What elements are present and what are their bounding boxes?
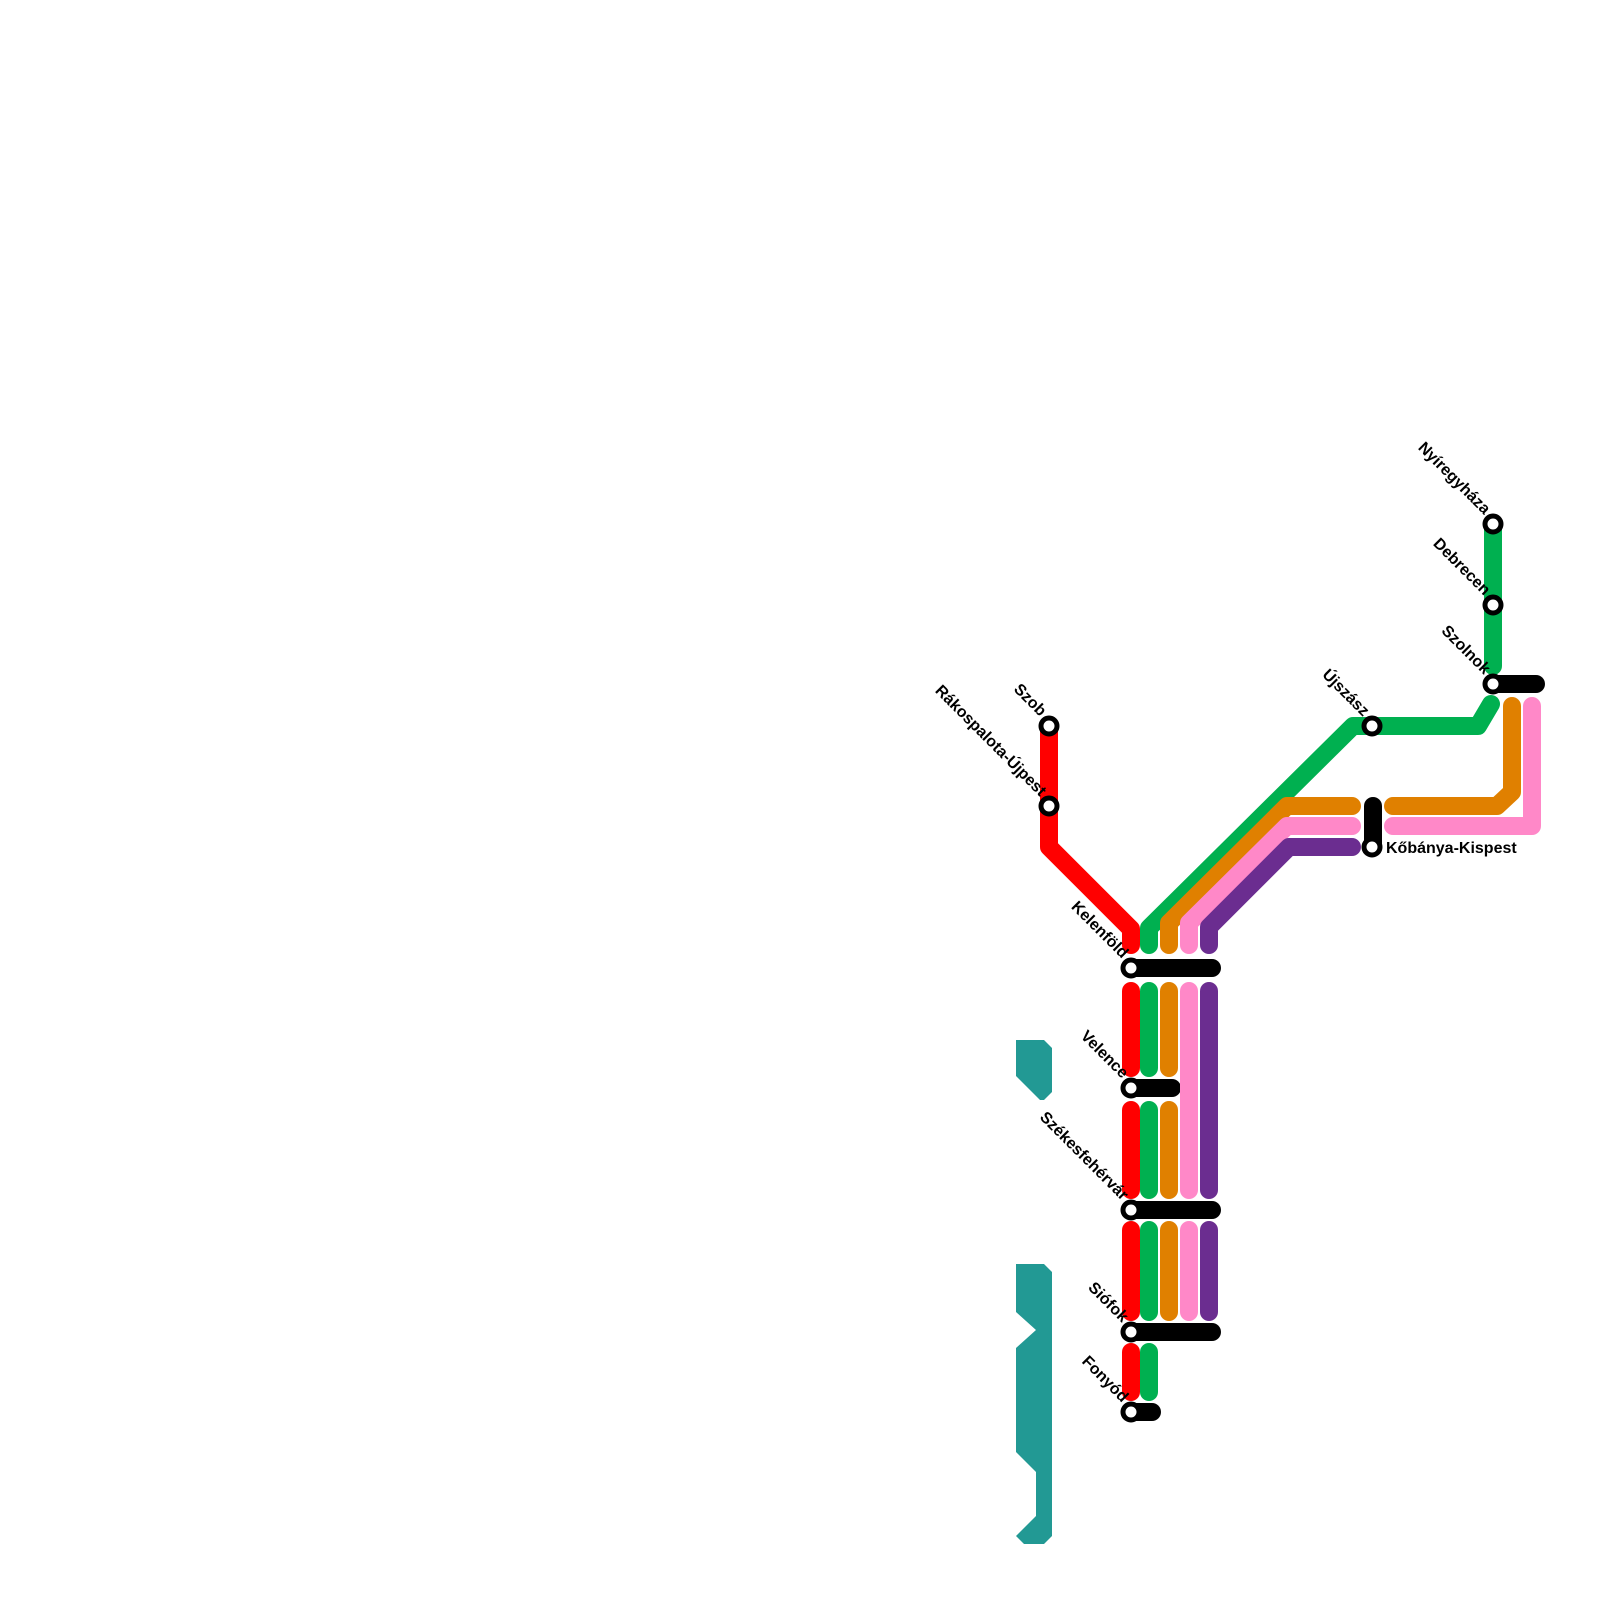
- orange-line-main-segment: [1160, 797, 1361, 954]
- pink-line-east-segment: [1384, 697, 1541, 835]
- station-label-szob: Szob: [1010, 681, 1049, 720]
- line-pink: [1180, 697, 1541, 1321]
- lake-balaton: [1016, 1264, 1052, 1544]
- station-marker-kobanya-kispest[interactable]: [1361, 836, 1383, 858]
- station-label-nyiregyhaza: Nyíregyháza: [1415, 439, 1494, 518]
- lake-velence: [1016, 1040, 1052, 1100]
- green-line-main-segment: [1140, 695, 1500, 954]
- station-marker-nyiregyhaza[interactable]: [1482, 513, 1504, 535]
- line-purple: [1200, 838, 1361, 1321]
- station-label-debrecen: Debrecen: [1430, 535, 1494, 599]
- station-marker-debrecen[interactable]: [1482, 594, 1504, 616]
- pink-line-main-segment: [1180, 817, 1361, 954]
- station-marker-szolnok[interactable]: [1482, 673, 1504, 695]
- station-marker-fonyod[interactable]: [1120, 1401, 1142, 1423]
- station-marker-siofok[interactable]: [1120, 1321, 1142, 1343]
- line-orange: [1160, 697, 1521, 1321]
- station-marker-velence[interactable]: [1120, 1077, 1142, 1099]
- line-red: [1040, 717, 1140, 1401]
- station-label-kobanya-kispest: Kőbánya-Kispest: [1386, 840, 1517, 857]
- station-marker-ujszasz[interactable]: [1361, 715, 1383, 737]
- station-marker-kelenfold[interactable]: [1120, 957, 1142, 979]
- station-marker-szekesfehervar[interactable]: [1120, 1199, 1142, 1221]
- station-marker-rakospalota-ujpest[interactable]: [1038, 795, 1060, 817]
- station-markers: [1038, 513, 1504, 1423]
- orange-line-east-segment: [1384, 697, 1521, 815]
- station-label-szekesfehervar: Székesfehérvár: [1036, 1109, 1131, 1204]
- station-label-ujszasz: Újszász: [1319, 665, 1374, 720]
- red-line-north-segment: [1040, 717, 1140, 954]
- purple-line-main-segment: [1200, 838, 1361, 954]
- station-marker-szob[interactable]: [1038, 715, 1060, 737]
